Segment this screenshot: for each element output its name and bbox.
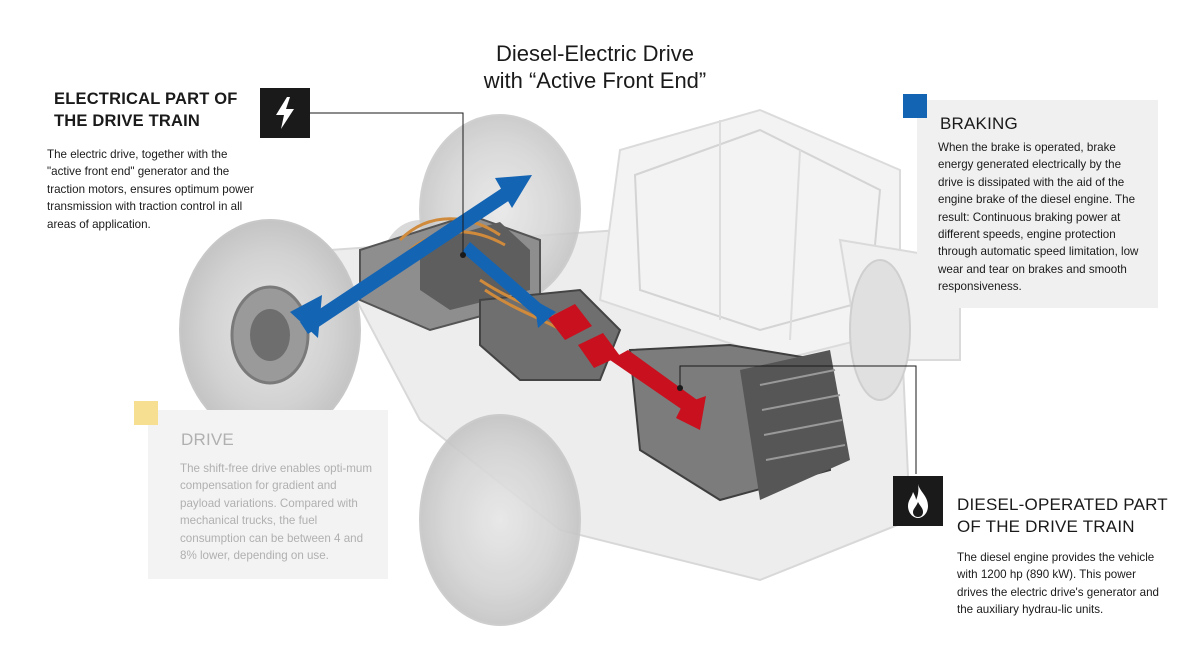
- diesel-heading: DIESEL-OPERATED PART OF THE DRIVE TRAIN: [957, 494, 1168, 538]
- braking-panel: [917, 100, 1158, 308]
- drive-marker-square: [134, 401, 158, 425]
- drive-description: The shift-free drive enables opti-mum co…: [180, 462, 373, 563]
- diesel-callout-line: [679, 365, 917, 474]
- diesel-description: The diesel engine provides the vehicle w…: [957, 551, 1159, 617]
- electrical-heading-line-1: ELECTRICAL PART OF: [54, 90, 238, 108]
- title-line-2: with “Active Front End”: [483, 68, 707, 93]
- blue-power-flow-arrow: [290, 175, 556, 338]
- braking-heading: BRAKING: [940, 114, 1018, 133]
- electrical-heading-line-2: THE DRIVE TRAIN: [54, 112, 201, 130]
- braking-description: When the brake is operated, brake energy…: [938, 141, 1139, 294]
- drive-panel: [148, 410, 388, 579]
- red-power-flow-arrow: [548, 304, 706, 430]
- electrical-heading: ELECTRICAL PART OF THE DRIVE TRAIN: [54, 88, 238, 132]
- electrical-description: The electric drive, together with the "a…: [47, 148, 254, 231]
- diesel-heading-line-1: DIESEL-OPERATED PART: [957, 495, 1168, 514]
- flame-icon: [893, 476, 943, 526]
- electrical-callout-line: [310, 112, 464, 255]
- diagram-title: Diesel-Electric Drive with “Active Front…: [430, 40, 760, 94]
- drive-heading: DRIVE: [181, 430, 234, 449]
- diesel-heading-line-2: OF THE DRIVE TRAIN: [957, 517, 1135, 536]
- lightning-bolt-icon: [260, 88, 310, 138]
- title-line-1: Diesel-Electric Drive: [495, 41, 695, 66]
- braking-marker-square: [903, 94, 927, 118]
